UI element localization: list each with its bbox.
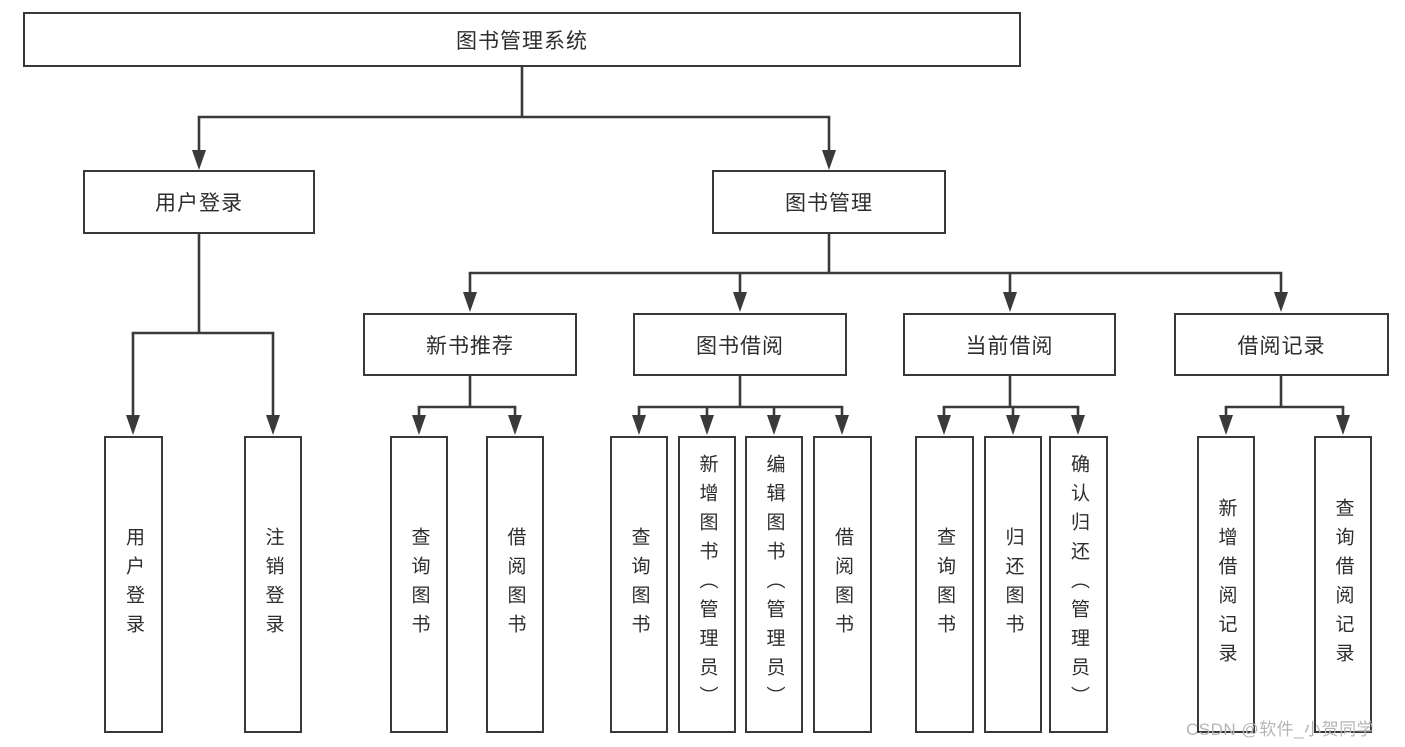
leaf-confirm-return-admin-label: 确认归还（管理员） [1068,454,1089,715]
leaf-logout-label: 注销登录 [262,526,284,643]
node-user-login-label: 用户登录 [155,192,243,215]
node-borrowing-records: 借阅记录 [1174,313,1389,376]
node-user-login: 用户登录 [83,170,315,234]
connector-user-login-children [126,234,280,435]
leaf-add-books-admin: 新增图书（管理员） [678,436,736,733]
leaf-borrow-books-recommend: 借阅图书 [486,436,544,733]
leaf-query-borrow-record: 查询借阅记录 [1314,436,1372,733]
leaf-query-books-current: 查询图书 [915,436,974,733]
leaf-query-books-recommend-label: 查询图书 [408,526,430,643]
node-book-management-label: 图书管理 [785,192,873,215]
leaf-return-books: 归还图书 [984,436,1042,733]
leaf-return-books-label: 归还图书 [1002,526,1024,643]
leaf-confirm-return-admin: 确认归还（管理员） [1049,436,1108,733]
root-label: 图书管理系统 [456,29,588,53]
node-new-book-recommendation: 新书推荐 [363,313,577,376]
node-new-book-recommendation-label: 新书推荐 [426,334,514,358]
csdn-watermark: CSDN @软件_小贺同学 [1186,720,1375,739]
connector-borrowing-records-children [1219,376,1350,435]
leaf-add-borrow-record: 新增借阅记录 [1197,436,1255,733]
node-current-borrowing-label: 当前借阅 [965,334,1054,358]
leaf-add-borrow-record-label: 新增借阅记录 [1215,497,1237,672]
leaf-add-books-admin-label: 新增图书（管理员） [696,454,718,715]
leaf-edit-books-admin: 编辑图书（管理员） [745,436,803,733]
leaf-borrow-books-borrowing: 借阅图书 [813,436,872,733]
leaf-borrow-books-borrowing-label: 借阅图书 [832,526,853,643]
leaf-query-books-recommend: 查询图书 [390,436,448,733]
connector-root-to-level2 [192,66,836,170]
node-current-borrowing: 当前借阅 [903,313,1116,376]
node-book-management: 图书管理 [712,170,946,234]
connector-book-management-to-level3 [463,234,1288,312]
leaf-query-borrow-record-label: 查询借阅记录 [1332,497,1354,672]
node-book-borrowing-label: 图书借阅 [696,334,784,358]
root-box: 图书管理系统 [23,12,1021,67]
node-borrowing-records-label: 借阅记录 [1237,334,1326,358]
leaf-query-books-current-label: 查询图书 [934,526,955,643]
leaf-query-books-borrowing-label: 查询图书 [628,526,650,643]
connector-new-book-children [412,376,522,435]
leaf-query-books-borrowing: 查询图书 [610,436,668,733]
leaf-logout: 注销登录 [244,436,302,733]
connector-current-borrowing-children [937,376,1085,435]
leaf-user-login-label: 用户登录 [123,526,144,643]
leaf-user-login: 用户登录 [104,436,163,733]
leaf-borrow-books-recommend-label: 借阅图书 [504,526,526,643]
connector-book-borrowing-children [632,376,849,435]
leaf-edit-books-admin-label: 编辑图书（管理员） [763,454,785,715]
node-book-borrowing: 图书借阅 [633,313,847,376]
